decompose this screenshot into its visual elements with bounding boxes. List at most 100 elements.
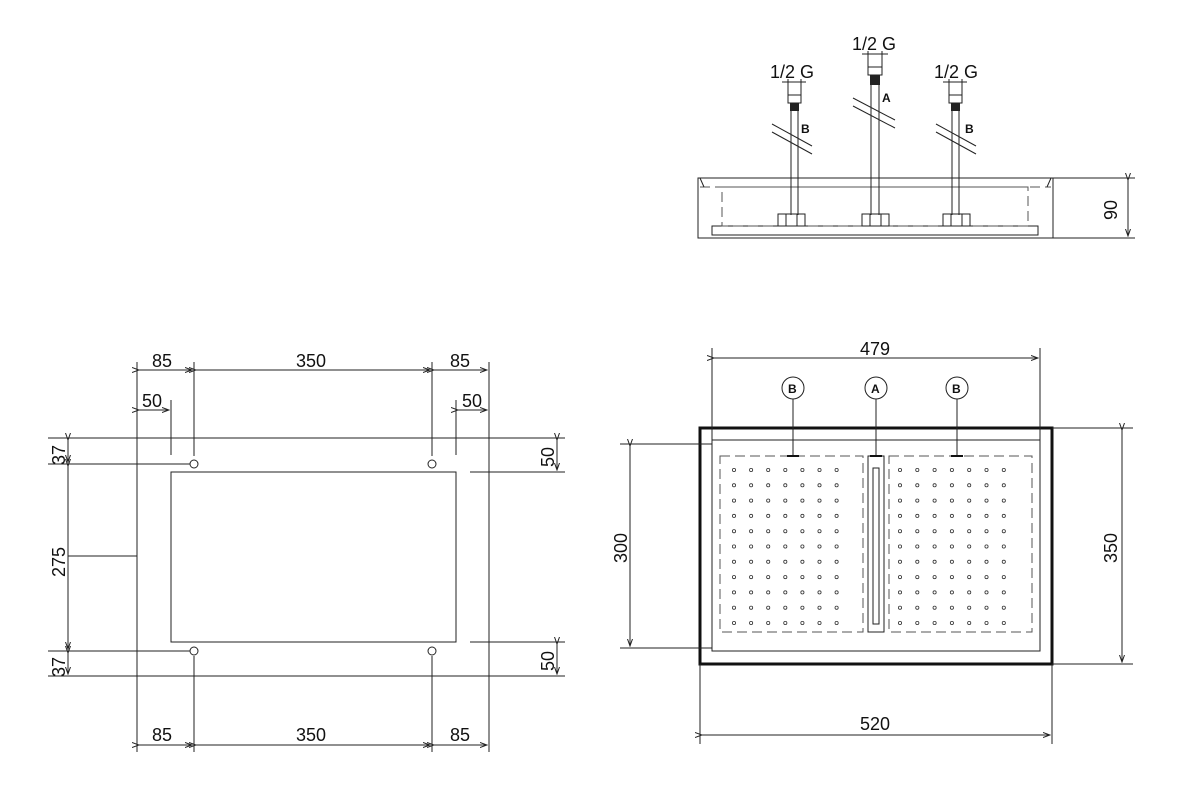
top-view: B A B 479 520 300 350: [611, 339, 1133, 744]
mounting-plan: 85 350 85 50 50 37 275 37: [48, 351, 565, 752]
nozzle-dot: [932, 529, 937, 534]
pipe-left: [771, 94, 813, 227]
nozzle-dot: [932, 575, 937, 580]
front-view-body: [697, 177, 1054, 239]
nozzle-dot: [817, 483, 822, 488]
nozzle-dot: [766, 590, 771, 595]
nozzle-dot: [949, 544, 954, 549]
nozzle-dot: [898, 575, 903, 580]
nozzle-dot: [817, 529, 822, 534]
front-view-hidden-box: [721, 186, 1029, 227]
nozzle-dot: [732, 605, 737, 610]
nozzle-dot: [967, 513, 972, 518]
nozzle-dot: [898, 498, 903, 503]
nozzle-dot: [732, 483, 737, 488]
nozzle-dot: [749, 467, 754, 472]
nozzle-dot: [732, 621, 737, 626]
inlet-left-label: B: [788, 382, 797, 396]
nozzle-dot: [834, 467, 839, 472]
nozzle-dot: [967, 483, 972, 488]
nozzle-dot: [1001, 529, 1006, 534]
nozzle-dot: [1001, 605, 1006, 610]
nozzle-dot: [984, 467, 989, 472]
nozzle-dot: [817, 575, 822, 580]
height-90-label: 90: [1101, 200, 1121, 220]
dim-width-479: 479: [860, 339, 890, 359]
nozzle-dot: [967, 467, 972, 472]
nozzle-dot: [898, 513, 903, 518]
nozzle-dot: [834, 483, 839, 488]
nozzle-dot: [817, 544, 822, 549]
mounting-hole-top-left: [189, 459, 199, 469]
nozzle-dot: [1001, 590, 1006, 595]
dim-left-37-bottom: 37: [49, 657, 69, 677]
nozzle-dot: [783, 498, 788, 503]
nozzle-dot: [932, 498, 937, 503]
nozzle-dot: [898, 529, 903, 534]
nozzle-dot: [817, 559, 822, 564]
nozzle-dot: [732, 529, 737, 534]
nozzle-dot: [984, 605, 989, 610]
nozzle-dot: [817, 621, 822, 626]
nozzle-dot: [766, 605, 771, 610]
nozzle-dot: [1001, 544, 1006, 549]
nozzle-dot: [834, 513, 839, 518]
top-view-inner-frame: [711, 439, 1041, 652]
nozzle-dot: [967, 590, 972, 595]
nozzle-dot: [932, 467, 937, 472]
nozzle-dot: [783, 513, 788, 518]
nozzle-dot: [800, 513, 805, 518]
dim-top-left-85: 85: [152, 351, 172, 371]
inlet-center-label: A: [871, 382, 880, 396]
nozzle-dot: [949, 529, 954, 534]
nozzle-dot: [898, 467, 903, 472]
nozzle-dot: [732, 575, 737, 580]
nozzle-dot: [749, 575, 754, 580]
nozzle-dot: [834, 575, 839, 580]
nozzle-dot: [967, 621, 972, 626]
dim-bottom-left-85: 85: [152, 725, 172, 745]
nozzle-dot: [915, 605, 920, 610]
nozzle-dot: [967, 544, 972, 549]
nozzle-dot: [1001, 498, 1006, 503]
nozzle-dot: [766, 467, 771, 472]
nozzle-dot: [834, 498, 839, 503]
dim-right-50: 50: [462, 391, 482, 411]
nozzle-dot: [783, 467, 788, 472]
nozzle-dot: [834, 605, 839, 610]
nozzle-dot: [766, 621, 771, 626]
nozzle-dot: [898, 559, 903, 564]
nozzle-dot: [749, 559, 754, 564]
nozzle-dot: [984, 483, 989, 488]
nozzle-dot: [932, 605, 937, 610]
nozzle-dot: [1001, 483, 1006, 488]
nozzle-panel-right: [888, 455, 1033, 633]
nozzle-dot: [949, 498, 954, 503]
nozzle-dot: [749, 590, 754, 595]
center-slot: [872, 467, 880, 625]
nozzle-dot: [1001, 575, 1006, 580]
nozzle-dot: [967, 575, 972, 580]
nozzle-dot: [984, 559, 989, 564]
nozzle-dot: [732, 590, 737, 595]
nozzle-dot: [766, 529, 771, 534]
nozzle-dot: [766, 559, 771, 564]
nozzle-dot: [984, 498, 989, 503]
nozzle-dot: [732, 544, 737, 549]
nozzle-dot: [732, 513, 737, 518]
nozzle-dot: [915, 529, 920, 534]
nozzle-dot: [834, 559, 839, 564]
nozzle-dot: [783, 605, 788, 610]
nozzle-dot: [967, 529, 972, 534]
nozzle-dot: [949, 467, 954, 472]
nozzle-dot: [749, 621, 754, 626]
dim-left-275: 275: [49, 547, 69, 577]
nozzle-dot: [915, 467, 920, 472]
nozzle-dot: [932, 513, 937, 518]
nozzle-dot: [800, 467, 805, 472]
nozzle-dot: [949, 575, 954, 580]
nozzle-dot: [749, 483, 754, 488]
nozzle-dot: [967, 559, 972, 564]
dim-bottom-right-85: 85: [450, 725, 470, 745]
nozzle-dot: [898, 621, 903, 626]
